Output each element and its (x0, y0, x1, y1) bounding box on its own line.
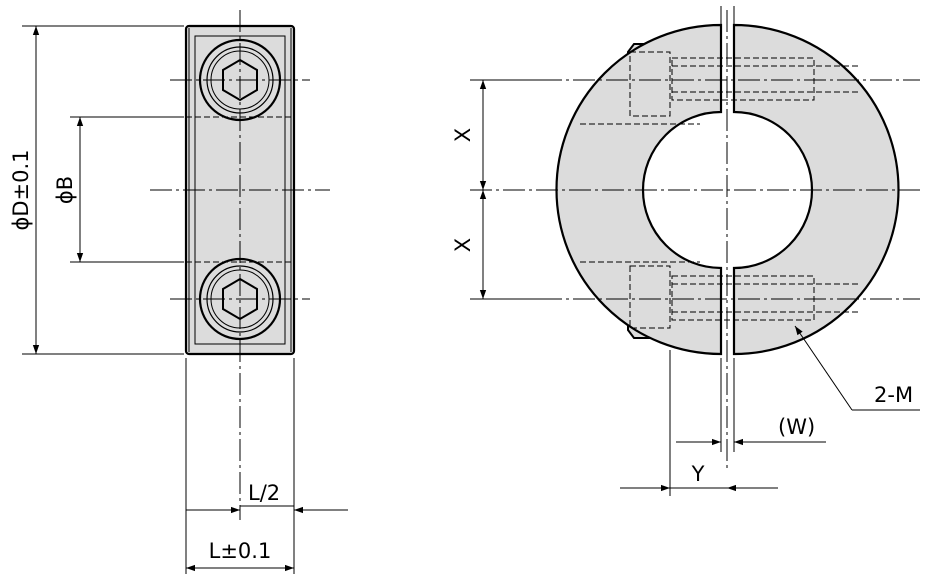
front-view: X X (W) Y 2-M (451, 6, 920, 496)
slit-width-label: (W) (778, 415, 815, 439)
screw-offset-label: Y (691, 462, 705, 486)
offset-x-lower-label: X (451, 238, 475, 252)
side-view: ϕD±0.1 ϕB L/2 L±0.1 (9, 10, 348, 574)
diameter-b-label: ϕB (53, 176, 77, 204)
hex-socket-icon (222, 58, 258, 102)
diameter-d-label: ϕD±0.1 (9, 149, 33, 230)
screw-callout-label: 2-M (874, 383, 913, 407)
hidden-screw-holes (580, 51, 860, 329)
offset-x-upper-label: X (451, 128, 475, 142)
half-length-label: L/2 (248, 481, 280, 505)
length-label: L±0.1 (209, 539, 272, 563)
